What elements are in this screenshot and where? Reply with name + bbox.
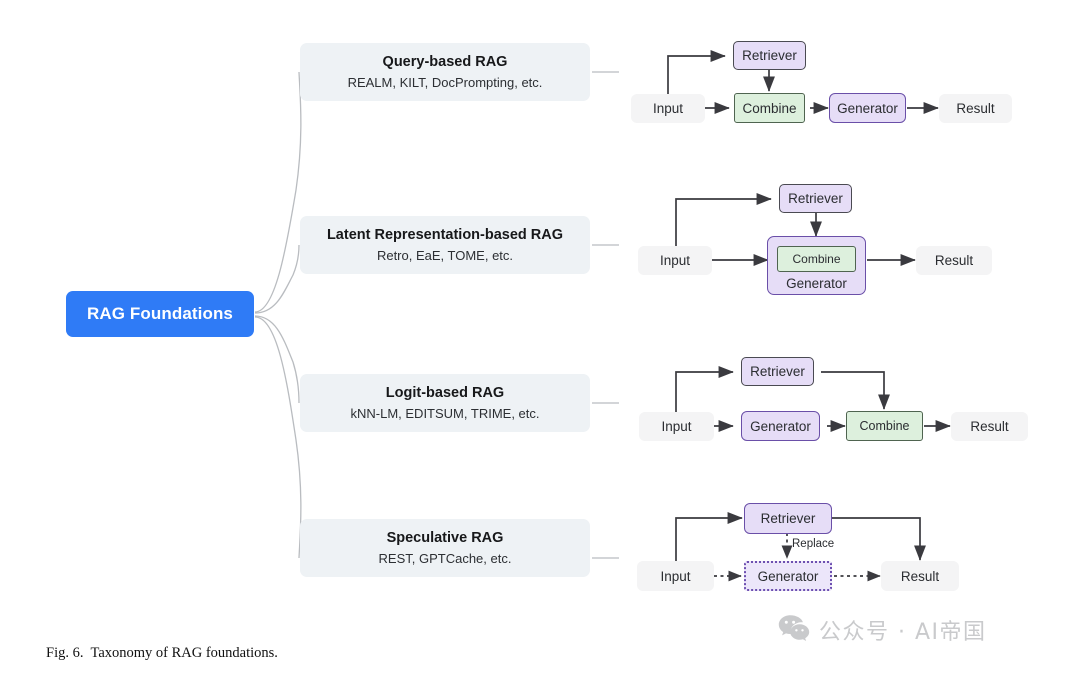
root-node[interactable]: RAG Foundations — [66, 291, 254, 337]
branch-title: Speculative RAG — [386, 529, 504, 546]
d2-retriever-label: Retriever — [788, 191, 843, 206]
d4-input-label: Input — [660, 568, 691, 584]
d2-retriever-box[interactable]: Retriever — [779, 184, 852, 213]
d3-combine-label: Combine — [859, 419, 910, 433]
d2-result-box[interactable]: Result — [916, 246, 992, 275]
d1-input-to-retriever — [667, 50, 726, 94]
figure-caption: Fig. 6. Taxonomy of RAG foundations. — [46, 645, 278, 662]
d4-input-box[interactable]: Input — [637, 561, 714, 591]
branch-card-query-based-rag[interactable]: Query-based RAG REALM, KILT, DocPromptin… — [300, 43, 590, 101]
wechat-icon — [778, 614, 810, 646]
connector-branch-2 — [254, 244, 300, 314]
d3-result-box[interactable]: Result — [951, 412, 1028, 441]
d3-retriever-label: Retriever — [750, 364, 805, 379]
branch-card-speculative-rag[interactable]: Speculative RAG REST, GPTCache, etc. — [300, 519, 590, 577]
d2-combine-box[interactable]: Combine — [777, 246, 856, 272]
d4-generator-label: Generator — [757, 568, 819, 584]
branch-title: Latent Representation-based RAG — [326, 226, 564, 243]
watermark-text: 公众号 · AI帝国 — [819, 620, 987, 645]
branch-card-latent-representation-based-rag[interactable]: Latent Representation-based RAG Retro, E… — [300, 216, 590, 274]
d3-input-to-retriever — [675, 366, 734, 412]
d3-generator-label: Generator — [750, 418, 811, 434]
branch-card-logit-based-rag[interactable]: Logit-based RAG kNN-LM, EDITSUM, TRIME, … — [300, 374, 590, 432]
d3-generator-box[interactable]: Generator — [741, 411, 820, 441]
d1-combine-label: Combine — [742, 100, 797, 116]
d3-retriever-to-combine — [821, 371, 890, 410]
d2-generator-label: Generator — [786, 276, 847, 291]
d2-result-label: Result — [934, 253, 974, 268]
figure-number: Fig. 6. — [46, 645, 84, 661]
connector-branch-1 — [254, 71, 302, 313]
connector-branch-4 — [254, 316, 302, 559]
branch-subtitle: Retro, EaE, TOME, etc. — [376, 247, 514, 263]
branch-subtitle: REALM, KILT, DocPrompting, etc. — [347, 74, 543, 90]
d3-combine-box[interactable]: Combine — [846, 411, 923, 441]
d4-retriever-to-result — [832, 517, 926, 561]
d3-result-label: Result — [970, 419, 1009, 434]
d1-generator-box[interactable]: Generator — [829, 93, 906, 123]
branch-title: Logit-based RAG — [385, 384, 505, 401]
d3-retriever-box[interactable]: Retriever — [741, 357, 814, 386]
d1-retriever-label: Retriever — [742, 48, 797, 63]
d2-input-label: Input — [659, 253, 691, 268]
d1-retriever-box[interactable]: Retriever — [733, 41, 806, 70]
d4-retriever-box[interactable]: Retriever — [744, 503, 832, 534]
d2-input-to-retriever — [675, 193, 772, 246]
d2-input-box[interactable]: Input — [638, 246, 712, 275]
d4-replace-label: Replace — [792, 538, 835, 550]
branch-title: Query-based RAG — [382, 53, 508, 70]
d4-retriever-label: Retriever — [760, 511, 816, 526]
d1-combine-box[interactable]: Combine — [734, 93, 805, 123]
d4-generator-box[interactable]: Generator — [744, 561, 832, 591]
d1-input-box[interactable]: Input — [631, 94, 705, 123]
d1-generator-label: Generator — [837, 100, 898, 116]
figure-caption-text: Taxonomy of RAG foundations. — [90, 645, 278, 661]
d1-result-box[interactable]: Result — [939, 94, 1012, 123]
connector-branch-3 — [254, 315, 300, 404]
d4-input-to-retriever — [675, 512, 743, 562]
d2-combine-label: Combine — [792, 252, 841, 266]
d4-result-box[interactable]: Result — [881, 561, 959, 591]
branch-subtitle: REST, GPTCache, etc. — [378, 550, 512, 566]
branch-subtitle: kNN-LM, EDITSUM, TRIME, etc. — [350, 405, 540, 421]
d1-input-label: Input — [652, 101, 684, 116]
d3-input-label: Input — [661, 419, 692, 434]
watermark: 公众号 · AI帝国 — [778, 614, 987, 646]
d3-input-box[interactable]: Input — [639, 412, 714, 441]
d1-result-label: Result — [956, 101, 995, 116]
root-node-label: RAG Foundations — [87, 304, 233, 323]
d4-result-label: Result — [900, 568, 940, 584]
